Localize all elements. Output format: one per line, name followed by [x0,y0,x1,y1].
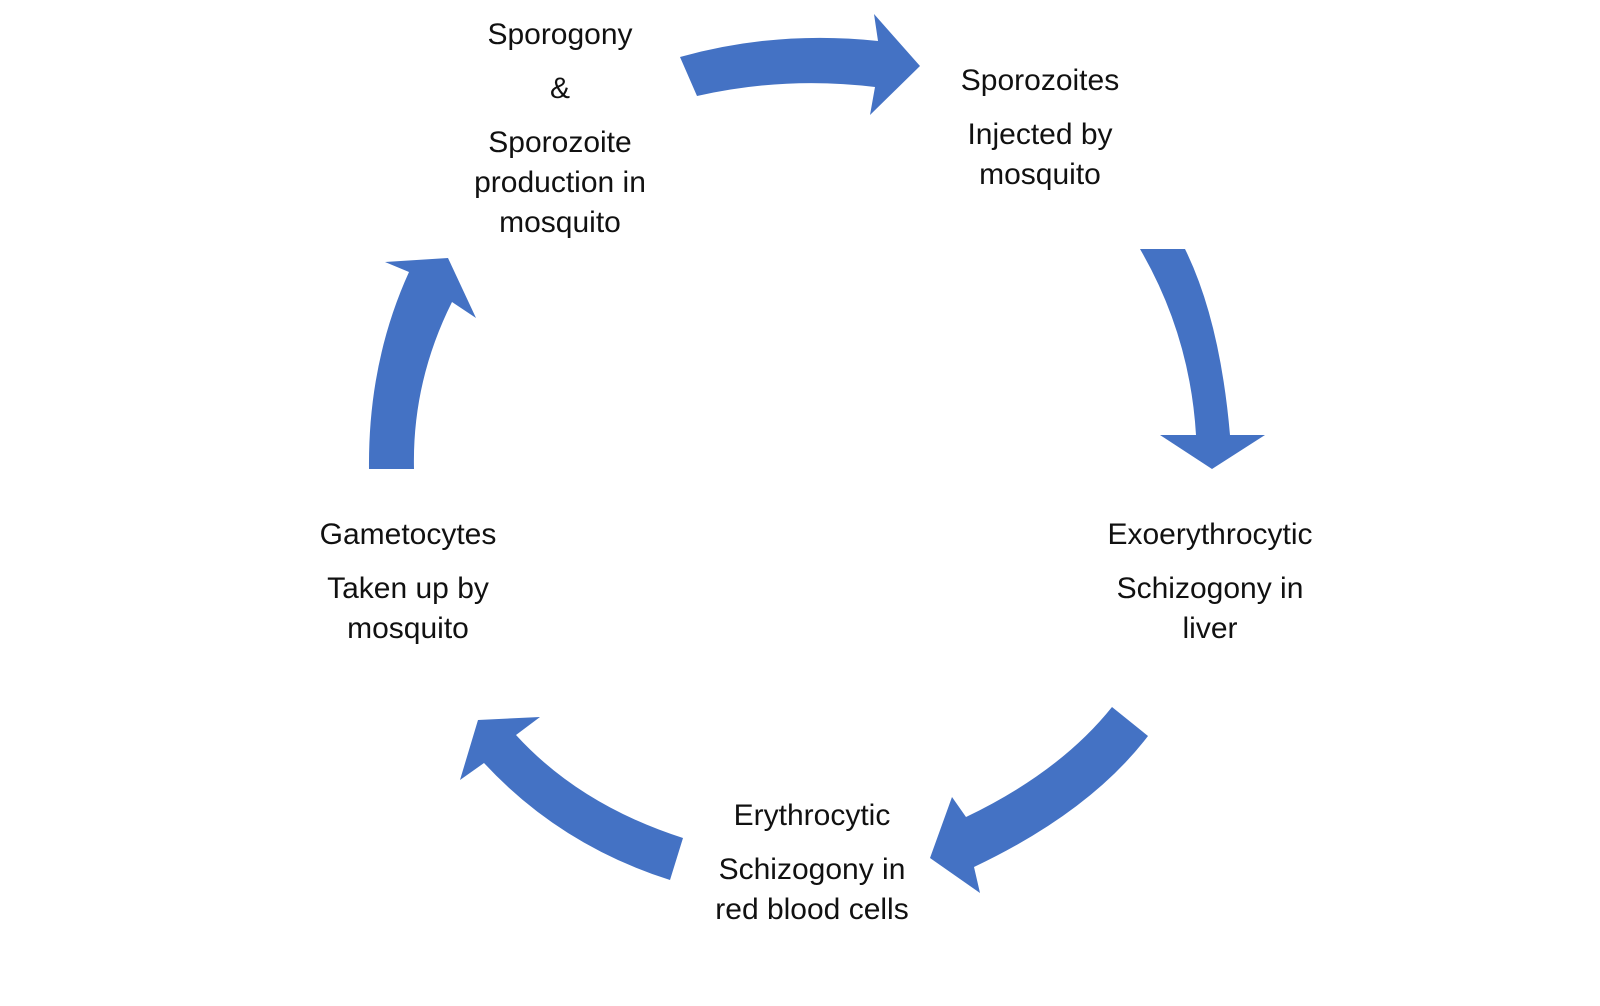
stage-gametocytes: Gametocytes Taken up by mosquito [258,515,558,649]
stage-description-line: Schizogony in [718,853,906,886]
stage-description-line: production in [474,166,646,199]
stage-sporogony: Sporogony & Sporozoite production in mos… [410,15,710,243]
arrow-erythrocytic-to-gametocytes [460,717,683,880]
stage-connector: & [549,72,570,105]
stage-description-line: liver [1182,612,1238,645]
stage-title: Sporozoites [960,64,1120,97]
stage-erythrocytic: Erythrocytic Schizogony in red blood cel… [652,796,972,930]
stage-description-line: Taken up by [327,572,489,605]
arrow-gametocytes-to-sporogony [368,258,476,469]
arrow-sporogony-to-sporozoites [680,14,920,115]
stage-sporozoites: Sporozoites Injected by mosquito [890,61,1190,195]
stage-description-line: Sporozoite [488,126,632,159]
stage-description-line: Injected by [967,118,1113,151]
stage-exoerythrocytic: Exoerythrocytic Schizogony in liver [1050,515,1370,649]
stage-description-line: mosquito [499,206,621,239]
stage-description-line: red blood cells [715,893,909,926]
stage-title: Gametocytes [319,518,497,551]
arrow-sporozoites-to-exoerythrocytic [1140,249,1265,469]
arrow-exoerythrocytic-to-erythrocytic [930,707,1148,893]
stage-title: Erythrocytic [733,799,891,832]
stage-description-line: Schizogony in [1116,572,1304,605]
stage-description-line: mosquito [347,612,469,645]
stage-description-line: mosquito [979,158,1101,191]
stage-title: Sporogony [487,18,633,51]
stage-title: Exoerythrocytic [1107,518,1313,551]
